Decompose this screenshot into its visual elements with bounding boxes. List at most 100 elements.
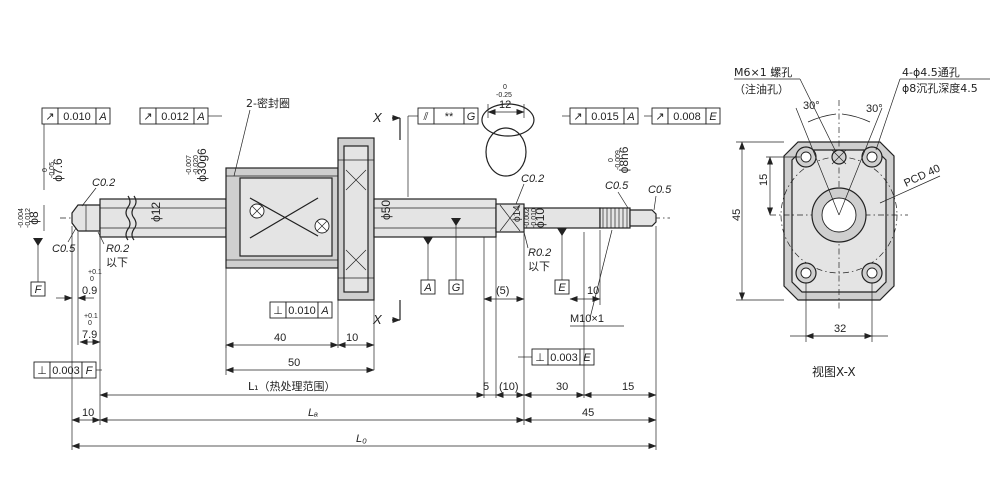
svg-text:-0.020: -0.020 xyxy=(193,155,200,175)
svg-text:↗: ↗ xyxy=(655,111,664,123)
svg-text:0.008: 0.008 xyxy=(673,111,701,123)
svg-text:（注油孔）: （注油孔） xyxy=(734,82,789,96)
tol-frame-6: ⊥ 0.010 A xyxy=(269,301,333,319)
pcd-label: PCD 40 xyxy=(902,163,942,190)
svg-text:A: A xyxy=(626,111,634,123)
dim-0.9: 0.9 xyxy=(82,285,97,297)
svg-text:0.012: 0.012 xyxy=(161,111,189,123)
svg-text:**: ** xyxy=(445,111,454,123)
svg-text:+0.1: +0.1 xyxy=(88,269,102,276)
dim-d50: ϕ50 xyxy=(379,200,393,220)
datum-e: E xyxy=(554,228,570,295)
end-face xyxy=(485,127,527,177)
c05-right-a: C0.5 xyxy=(605,180,629,192)
dim-7.9: 7.9 xyxy=(82,329,97,341)
svg-text:F: F xyxy=(86,365,94,377)
dim-la: Lₐ xyxy=(308,407,318,419)
dim-d30g6: ϕ30g6 -0.007 -0.020 xyxy=(186,148,209,182)
svg-text:E: E xyxy=(558,282,566,294)
datum-a: A xyxy=(420,237,436,295)
svg-text:-0.009: -0.009 xyxy=(615,150,622,170)
svg-text:0.010: 0.010 xyxy=(288,305,316,317)
journal-d8h6 xyxy=(629,209,657,227)
svg-text:E: E xyxy=(583,352,591,364)
svg-text:+0.1: +0.1 xyxy=(84,313,98,320)
datum-f: F xyxy=(30,238,46,297)
dim-12-top: 12 xyxy=(499,99,511,111)
m10-label: M10×1 xyxy=(570,313,604,325)
svg-text:-0.05: -0.05 xyxy=(49,162,56,178)
svg-text:A: A xyxy=(98,111,106,123)
svg-text:ϕ8h6: ϕ8h6 xyxy=(617,146,631,173)
section-marks: X X xyxy=(372,110,401,327)
tol-frame-3: ⫽ ** G xyxy=(407,107,479,197)
svg-text:-0.25: -0.25 xyxy=(496,92,512,99)
r02-left: R0.2 xyxy=(106,243,129,255)
feature-callouts: 2-密封圈 C0.2 C0.5 R0.2 以下 C0.2 R0.2 以下 C0.… xyxy=(52,96,672,327)
dimensions: 0.9 +0.1 0 7.9 +0.1 0 12 0 -0.25 (5) 10 … xyxy=(56,84,657,450)
svg-text:G: G xyxy=(452,282,461,294)
dim-50: 50 xyxy=(288,357,300,369)
dim-d76: ϕ7.6 0 -0.05 xyxy=(42,158,65,182)
c05-right-b: C0.5 xyxy=(648,184,672,196)
dim-15: 15 xyxy=(622,381,634,393)
svg-text:-0.010: -0.010 xyxy=(531,208,538,228)
svg-text:ϕ8: ϕ8 xyxy=(27,211,41,225)
svg-text:0: 0 xyxy=(503,84,507,91)
view-15: 15 xyxy=(758,174,770,186)
svg-text:⊥: ⊥ xyxy=(37,365,47,377)
svg-text:以下: 以下 xyxy=(106,256,128,269)
svg-text:以下: 以下 xyxy=(528,260,550,273)
dim-40: 40 xyxy=(274,332,286,344)
dim-10-left: 10 xyxy=(82,407,94,419)
section-x-bottom: X xyxy=(372,312,383,327)
tol-frame-2: ↗ 0.012 A xyxy=(139,107,222,125)
svg-text:↗: ↗ xyxy=(143,111,152,123)
datum-g: G xyxy=(448,218,464,295)
svg-text:-0.012: -0.012 xyxy=(25,208,32,228)
dim-d8: ϕ8 -0.004 -0.012 xyxy=(18,208,41,228)
svg-text:↗: ↗ xyxy=(45,111,54,123)
svg-text:0.015: 0.015 xyxy=(591,111,619,123)
dim-30: 30 xyxy=(556,381,568,393)
svg-text:E: E xyxy=(709,111,717,123)
tol-frame-8: ⊥ 0.003 F xyxy=(33,361,102,379)
svg-text:ϕ8沉孔深度4.5: ϕ8沉孔深度4.5 xyxy=(902,81,978,95)
view-x-x: 30° 30° M6×1 螺孔 （注油孔） 4-ϕ4.5通孔 ϕ8沉孔深度4.5… xyxy=(731,66,990,379)
shaft-side-view xyxy=(60,137,670,301)
svg-text:A: A xyxy=(423,282,431,294)
svg-text:↗: ↗ xyxy=(573,111,582,123)
svg-text:A: A xyxy=(320,305,328,317)
dim-d12: ϕ12 xyxy=(149,202,163,222)
svg-text:ϕ30g6: ϕ30g6 xyxy=(195,148,209,182)
hole-label: 4-ϕ4.5通孔 xyxy=(902,66,960,79)
tol-frame-5: ↗ 0.008 E xyxy=(644,107,721,125)
svg-text:0.003: 0.003 xyxy=(550,352,578,364)
dim-5: 5 xyxy=(483,381,489,393)
svg-text:0: 0 xyxy=(90,276,94,283)
seal-label: 2-密封圈 xyxy=(246,96,290,110)
svg-text:G: G xyxy=(467,111,476,123)
tol-frame-4: ↗ 0.015 A xyxy=(562,107,639,125)
svg-text:F: F xyxy=(35,284,43,296)
angle-30-left: 30° xyxy=(803,100,820,112)
m6-label: M6×1 螺孔 xyxy=(734,66,792,79)
svg-text:0: 0 xyxy=(42,168,49,172)
view-45: 45 xyxy=(731,209,743,221)
dim-10-flange: 10 xyxy=(346,332,358,344)
svg-text:A: A xyxy=(196,111,204,123)
svg-text:-0.002: -0.002 xyxy=(524,208,531,228)
svg-text:0.010: 0.010 xyxy=(63,111,91,123)
svg-text:0: 0 xyxy=(608,158,615,162)
svg-text:-0.004: -0.004 xyxy=(18,208,25,228)
svg-text:ϕ7.6: ϕ7.6 xyxy=(51,158,65,182)
svg-text:⊥: ⊥ xyxy=(535,352,545,364)
angle-30-right: 30° xyxy=(866,103,883,115)
view-title: 视图X-X xyxy=(812,364,856,379)
dim-l1: L₁（热处理范围） xyxy=(248,379,336,393)
c02-left: C0.2 xyxy=(92,177,115,189)
dim-lo: L₀ xyxy=(356,433,367,445)
svg-text:ϕ10: ϕ10 xyxy=(533,208,547,228)
section-x-top: X xyxy=(372,110,383,125)
dim-d14: ϕ14 xyxy=(512,205,523,222)
